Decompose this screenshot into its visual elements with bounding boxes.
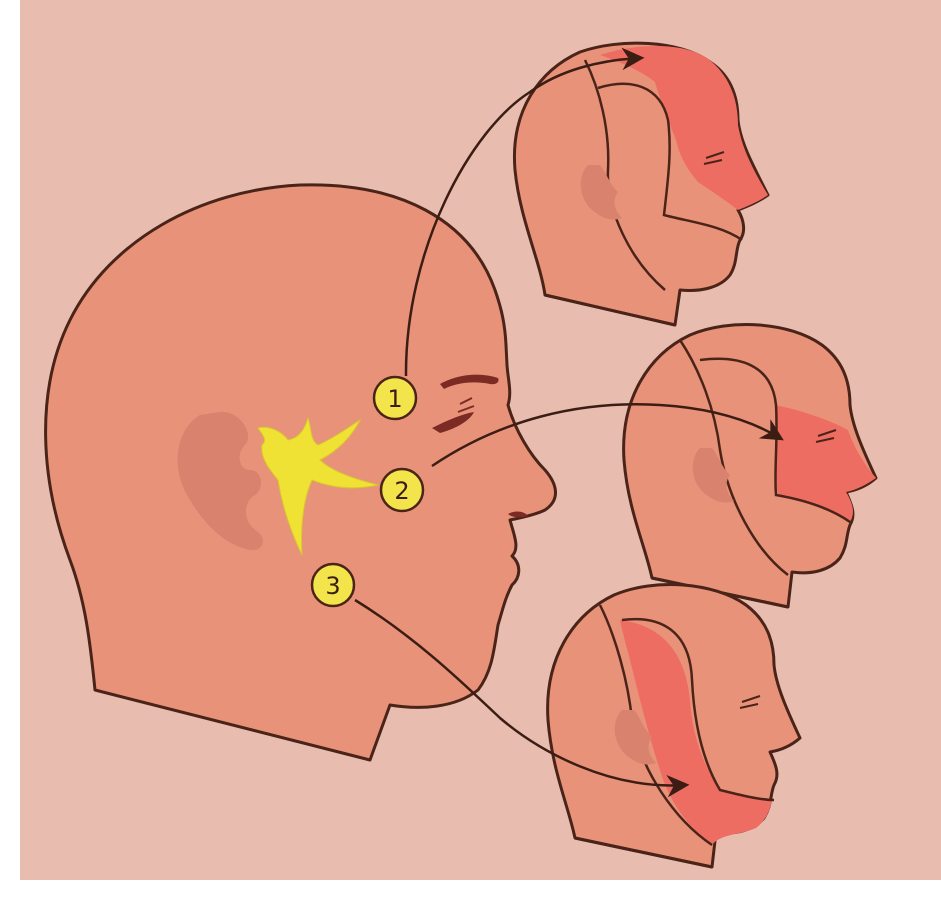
badge-2-label: 2 [394,477,409,505]
badge-3-label: 3 [325,572,340,600]
badge-1-label: 1 [387,385,402,413]
badge-1: 1 [374,377,416,419]
badge-3: 3 [312,564,354,606]
badge-2: 2 [381,469,423,511]
